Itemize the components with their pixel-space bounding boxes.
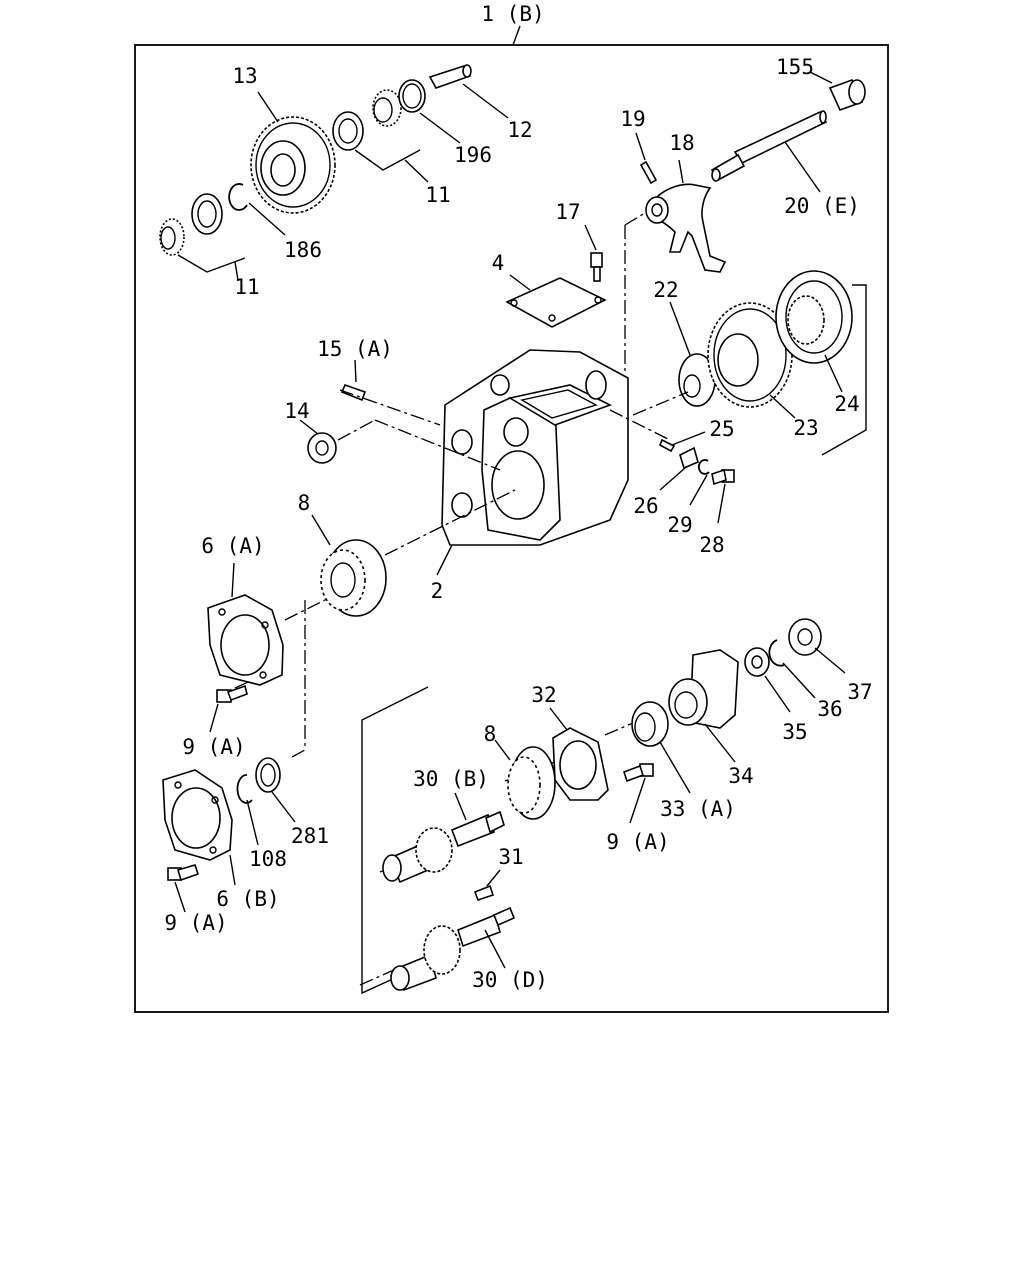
label-17: 17 bbox=[555, 200, 580, 224]
bolt-9a-upper bbox=[216, 684, 248, 703]
label-13: 13 bbox=[232, 64, 257, 88]
label-29: 29 bbox=[667, 513, 692, 537]
label-assembly: 1 (B) bbox=[481, 2, 544, 26]
washer-22 bbox=[678, 353, 716, 407]
pin-19 bbox=[639, 160, 658, 185]
housing-2 bbox=[441, 349, 629, 546]
label-25: 25 bbox=[709, 417, 734, 441]
label-32: 32 bbox=[531, 683, 556, 707]
label-14: 14 bbox=[284, 399, 309, 423]
label-30d: 30 (D) bbox=[472, 968, 548, 992]
bolt-9a-lower bbox=[167, 864, 200, 882]
label-15a: 15 (A) bbox=[317, 337, 393, 361]
pin-25 bbox=[658, 438, 676, 453]
diagram-frame bbox=[134, 44, 889, 1013]
label-11-top: 11 bbox=[425, 183, 450, 207]
label-26: 26 bbox=[633, 494, 658, 518]
bearing-8-lower bbox=[507, 746, 556, 820]
ring-108 bbox=[236, 774, 253, 804]
bolt-9a-mid bbox=[622, 763, 654, 783]
gear-13 bbox=[250, 116, 336, 214]
label-186: 186 bbox=[284, 238, 322, 262]
label-155: 155 bbox=[776, 55, 814, 79]
label-23: 23 bbox=[793, 416, 818, 440]
snap-ring-186 bbox=[228, 183, 248, 211]
nut-37 bbox=[788, 618, 822, 656]
label-28: 28 bbox=[699, 533, 724, 557]
label-108: 108 bbox=[249, 847, 287, 871]
label-8-lower: 8 bbox=[484, 722, 497, 746]
bearing-11-top bbox=[332, 89, 402, 151]
shaft-30d bbox=[390, 906, 516, 992]
collar-155 bbox=[828, 78, 866, 112]
label-31: 31 bbox=[498, 845, 523, 869]
label-18: 18 bbox=[669, 131, 694, 155]
housing-34 bbox=[668, 649, 739, 729]
label-36: 36 bbox=[817, 697, 842, 721]
label-22: 22 bbox=[653, 278, 678, 302]
label-6a: 6 (A) bbox=[201, 534, 264, 558]
label-33a: 33 (A) bbox=[660, 797, 736, 821]
label-4: 4 bbox=[492, 251, 505, 275]
cover-4 bbox=[505, 277, 607, 328]
label-9a-upper: 9 (A) bbox=[182, 735, 245, 759]
label-20e: 20 (E) bbox=[784, 194, 860, 218]
plate-32 bbox=[552, 727, 609, 801]
label-8-upper: 8 bbox=[298, 491, 311, 515]
ring-36 bbox=[768, 639, 785, 667]
bearing-8-upper bbox=[320, 539, 387, 617]
shift-rod-20e bbox=[710, 110, 828, 182]
washer-35 bbox=[744, 647, 770, 677]
label-12: 12 bbox=[507, 118, 532, 142]
label-9a-mid: 9 (A) bbox=[606, 830, 669, 854]
seal-33a bbox=[631, 701, 669, 747]
label-196: 196 bbox=[454, 143, 492, 167]
label-24: 24 bbox=[834, 392, 859, 416]
label-37: 37 bbox=[847, 680, 872, 704]
pin-12 bbox=[428, 64, 472, 89]
shaft-30b bbox=[382, 810, 505, 884]
bolt-28 bbox=[711, 468, 735, 486]
label-2: 2 bbox=[431, 579, 444, 603]
assembly-leader bbox=[512, 25, 521, 46]
label-281: 281 bbox=[291, 824, 329, 848]
bearing-11-left bbox=[159, 193, 223, 256]
label-19: 19 bbox=[620, 107, 645, 131]
label-6b: 6 (B) bbox=[216, 887, 279, 911]
ring-196 bbox=[398, 79, 426, 113]
flange-6a bbox=[207, 594, 284, 686]
label-35: 35 bbox=[782, 720, 807, 744]
label-30b: 30 (B) bbox=[413, 767, 489, 791]
bushing-14 bbox=[307, 432, 337, 464]
label-34: 34 bbox=[728, 764, 753, 788]
spring-26 bbox=[679, 446, 699, 470]
ring-29 bbox=[697, 459, 710, 475]
label-9a-lower: 9 (A) bbox=[164, 911, 227, 935]
bolt-17 bbox=[590, 252, 603, 282]
shift-fork-18 bbox=[645, 183, 727, 273]
gear-23 bbox=[707, 302, 793, 408]
sleeve-24 bbox=[775, 270, 853, 364]
key-31 bbox=[473, 884, 495, 902]
ring-281 bbox=[255, 757, 281, 793]
label-11-left: 11 bbox=[234, 275, 259, 299]
flange-6b bbox=[162, 769, 233, 861]
